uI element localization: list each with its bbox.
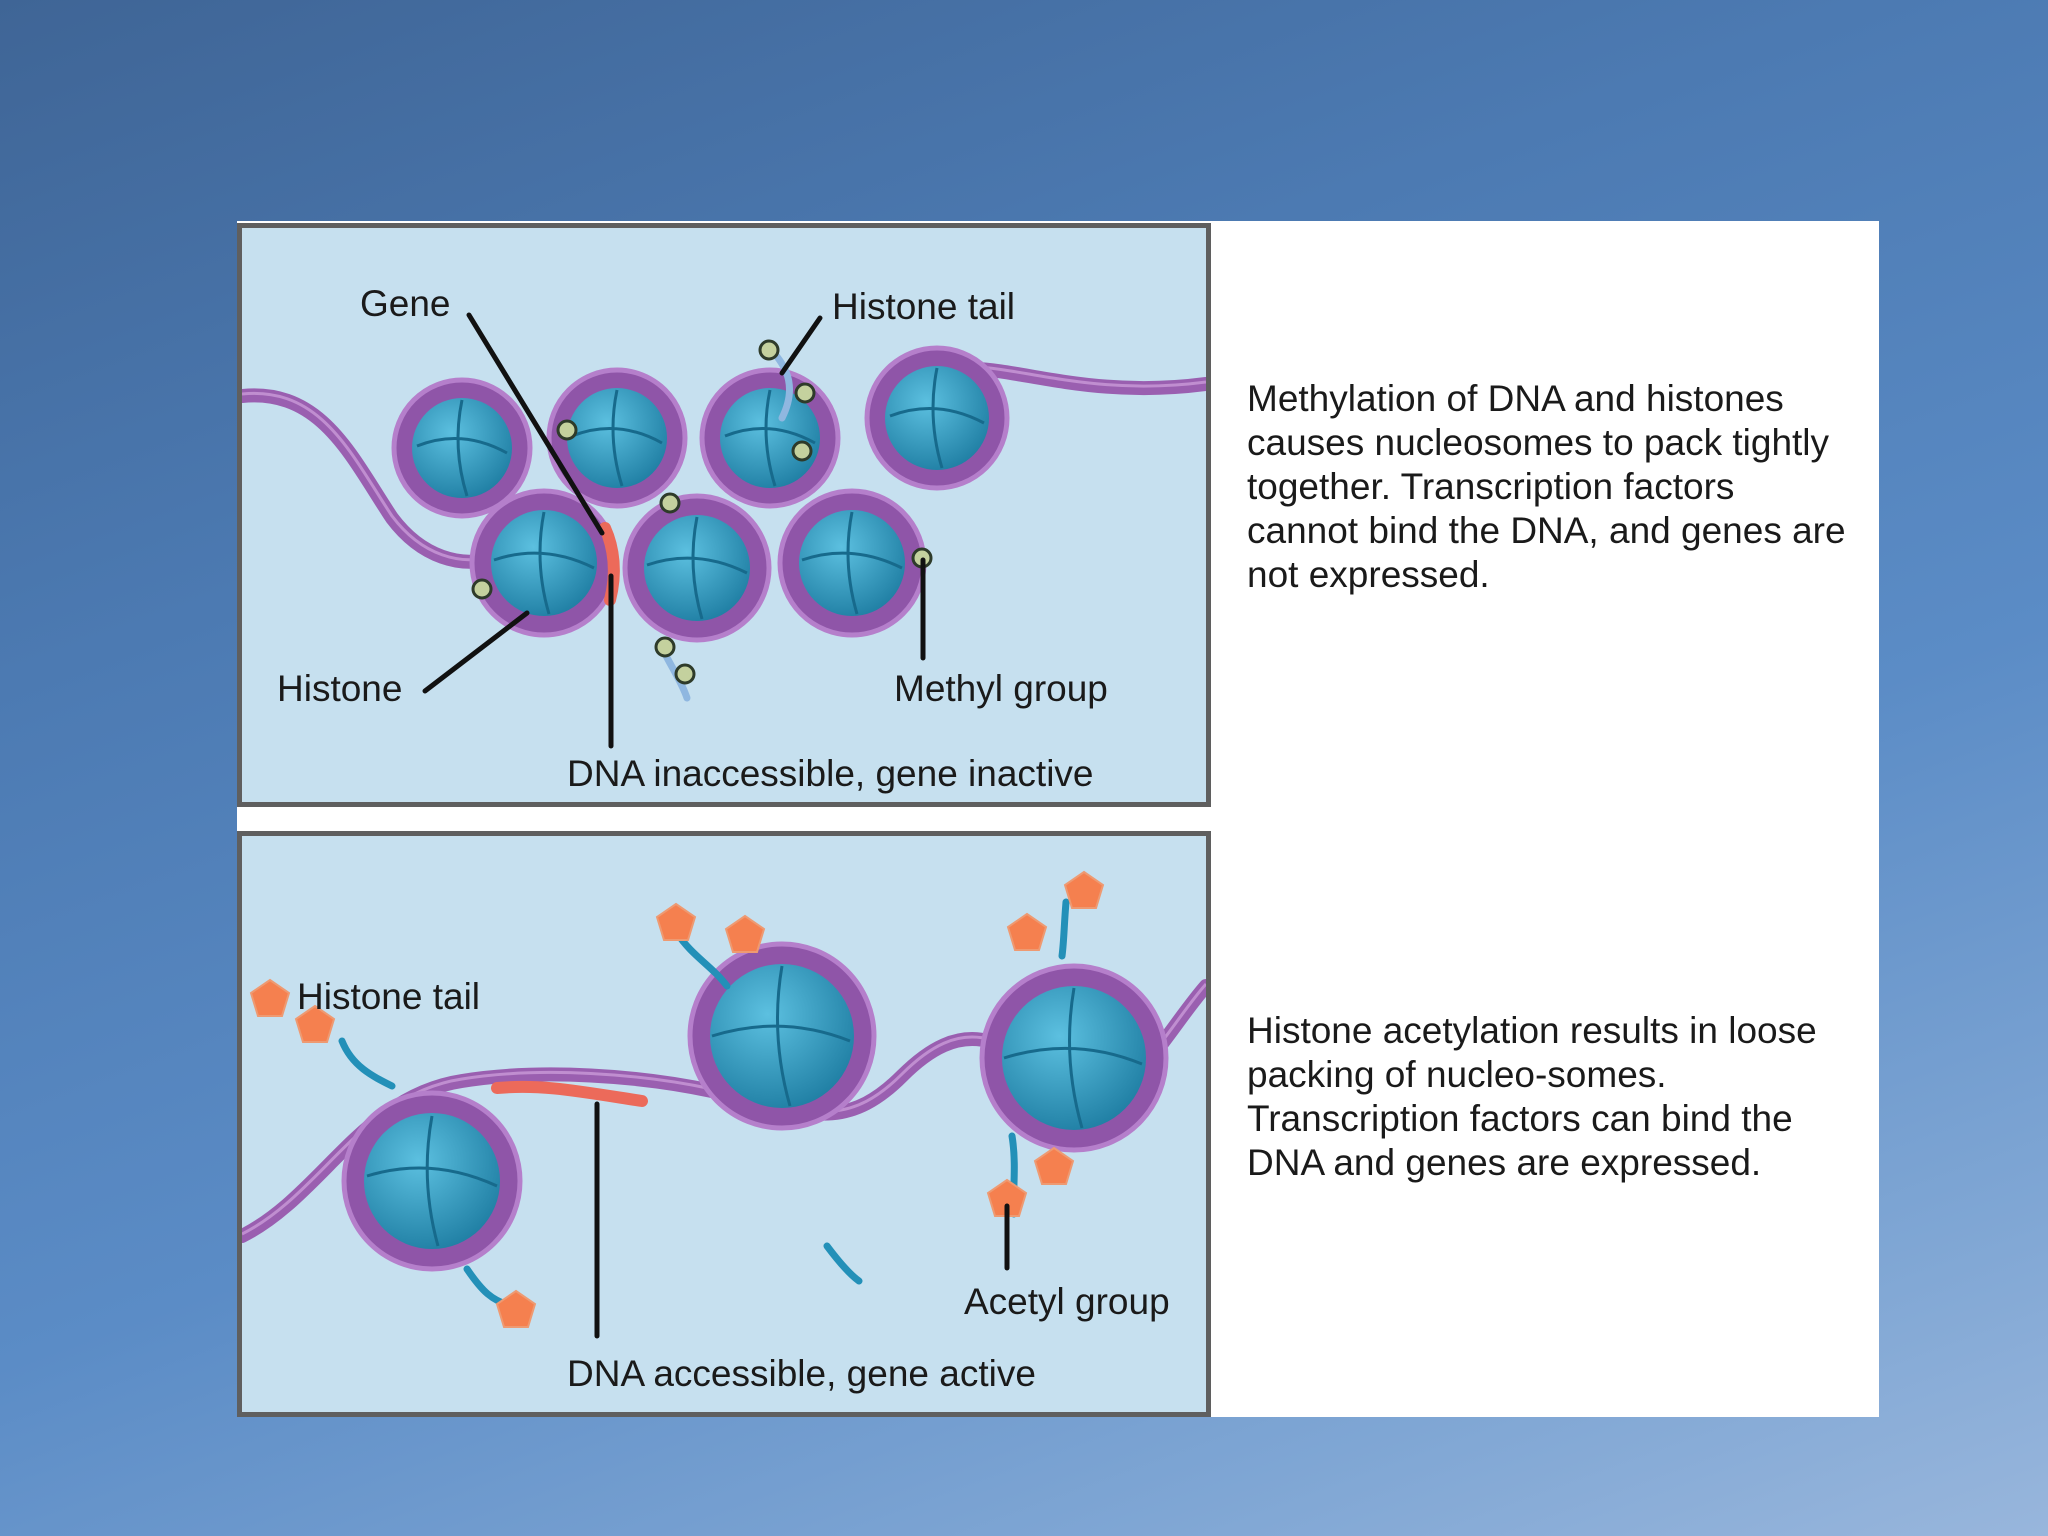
nucleosome-open-2 bbox=[687, 941, 877, 1131]
histone-tail-label: Histone tail bbox=[832, 286, 1016, 327]
acetylation-caption: Histone acetylation results in loose pac… bbox=[1247, 1010, 1817, 1183]
acetyl-groups bbox=[249, 870, 1105, 1328]
methylation-panel: Gene Histone tail Histone Methyl group D… bbox=[237, 223, 1211, 807]
nucleosome-open-3 bbox=[979, 963, 1169, 1153]
nucleosome-front-3 bbox=[777, 488, 927, 638]
methylated-chromatin-diagram bbox=[242, 312, 1206, 749]
nucleosome-back-1 bbox=[391, 377, 533, 519]
gene-inactive-label: DNA inaccessible, gene inactive bbox=[567, 753, 1094, 794]
leader-lines-open bbox=[594, 1101, 1010, 1339]
histone-tail-label-open: Histone tail bbox=[297, 976, 481, 1017]
gene-highlight-open bbox=[491, 1080, 648, 1107]
gene-active-label: DNA accessible, gene active bbox=[567, 1353, 1036, 1394]
methylation-caption: Methylation of DNA and histones causes n… bbox=[1247, 378, 1846, 595]
leader-lines bbox=[422, 312, 926, 749]
acetyl-group-label: Acetyl group bbox=[964, 1281, 1170, 1322]
nucleosome-back-3 bbox=[699, 367, 841, 509]
nucleosome-front-2 bbox=[622, 493, 772, 643]
slide-card: Gene Histone tail Histone Methyl group D… bbox=[237, 221, 1879, 1417]
gene-label: Gene bbox=[360, 283, 451, 324]
nucleosome-front-1 bbox=[469, 488, 619, 638]
nucleosome-back-2 bbox=[546, 367, 688, 509]
nucleosome-open-1 bbox=[341, 1090, 523, 1272]
methyl-group-label: Methyl group bbox=[894, 668, 1108, 709]
histone-label: Histone bbox=[277, 668, 403, 709]
acetylated-chromatin-diagram bbox=[242, 870, 1206, 1339]
acetylation-panel: Histone tail Acetyl group DNA accessible… bbox=[237, 831, 1211, 1417]
nucleosome-back-4 bbox=[864, 345, 1010, 491]
